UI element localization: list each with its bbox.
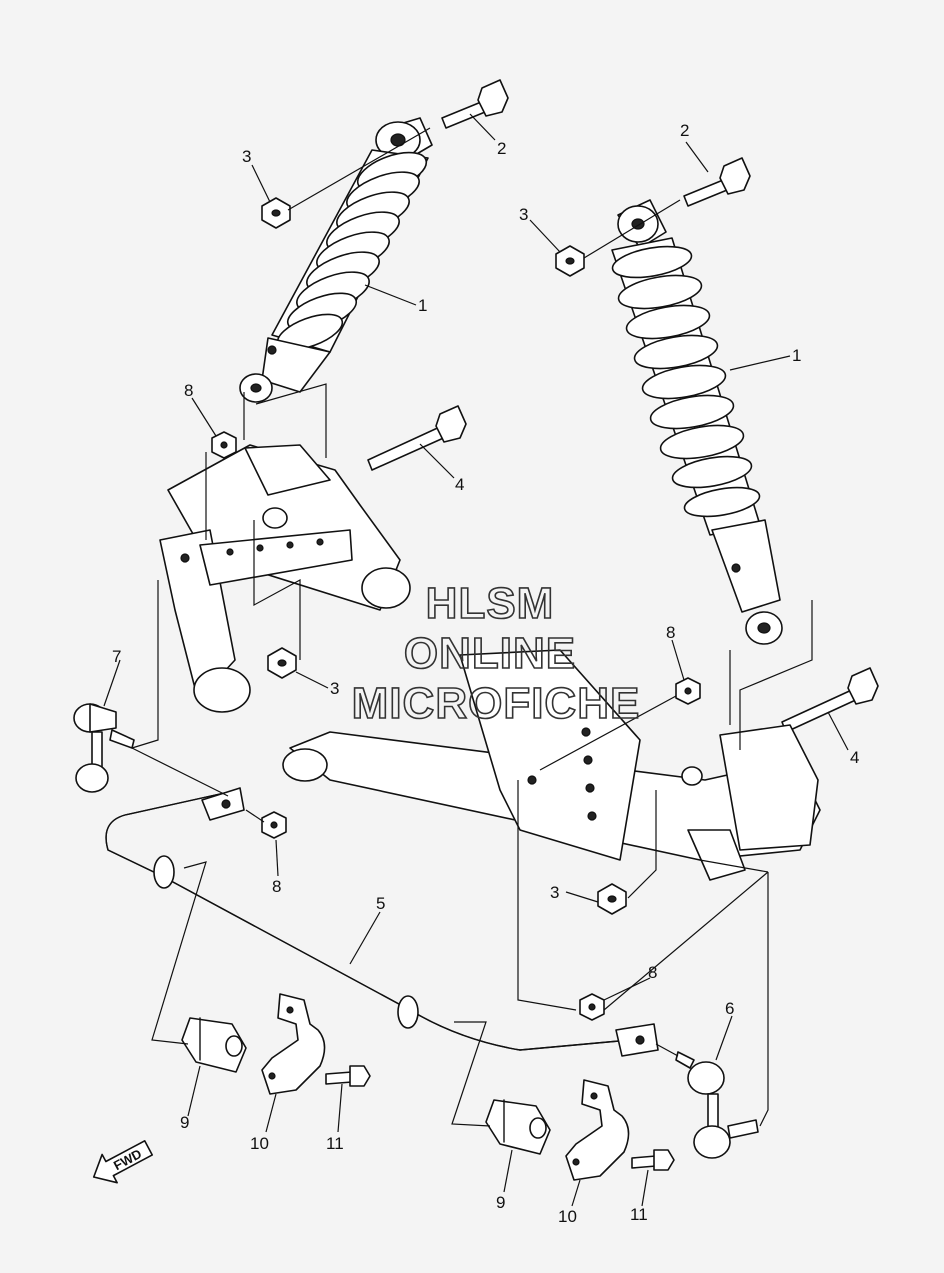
callout-3-upper-left: 3 (242, 147, 251, 166)
callout-1-left: 1 (418, 296, 427, 315)
callout-6: 6 (725, 999, 734, 1018)
watermark-line-1: HLSM (426, 579, 555, 628)
bolt-upper-right (683, 157, 751, 207)
watermark-line-2: ONLINE (404, 629, 576, 678)
callout-1-right: 1 (792, 346, 801, 365)
callout-leaders (103, 113, 849, 1207)
right-a-arm (282, 649, 821, 881)
stabilizer-link-left (73, 703, 135, 793)
assembly-lines (131, 127, 813, 1127)
nut-3-middle (267, 647, 297, 679)
bolt-long-right (781, 667, 879, 733)
callout-10-left: 10 (250, 1134, 269, 1153)
callout-10-right: 10 (558, 1207, 577, 1226)
nut-8-right-upper (675, 677, 701, 705)
callout-2-left: 2 (497, 139, 506, 158)
nut-3-upper-right (555, 245, 585, 277)
callout-4-right: 4 (850, 748, 859, 767)
callout-3-middle: 3 (330, 679, 339, 698)
callout-8-upper-right: 8 (666, 623, 675, 642)
callout-11-right: 11 (630, 1205, 648, 1224)
callout-7: 7 (112, 647, 121, 666)
nut-3-upper-left (261, 197, 291, 229)
left-shock-absorber (239, 117, 433, 403)
callout-3-upper-right: 3 (519, 205, 528, 224)
watermark-line-3: MICROFICHE (352, 679, 641, 728)
callout-labels: 1 1 2 2 3 3 3 3 4 4 5 6 7 8 8 8 8 9 9 10… (112, 121, 859, 1226)
small-bolt-left (325, 1065, 371, 1087)
callout-2-right: 2 (680, 121, 689, 140)
callout-8-upper-left: 8 (184, 381, 193, 400)
callout-5: 5 (376, 894, 385, 913)
callout-9-left: 9 (180, 1113, 189, 1132)
stabilizer-bar (105, 787, 659, 1057)
watermark: HLSM ONLINE MICROFICHE (351, 578, 641, 729)
callout-4-left: 4 (455, 475, 464, 494)
bolt-upper-left (441, 79, 509, 129)
stabilizer-link-right (675, 1051, 759, 1159)
callout-8-lower-right: 8 (648, 963, 657, 982)
nut-3-lower-right (597, 883, 627, 915)
callout-11-left: 11 (326, 1134, 344, 1153)
bolt-long-left (367, 405, 467, 471)
callout-9-right: 9 (496, 1193, 505, 1212)
bracket-left (261, 993, 326, 1095)
left-a-arm (159, 444, 411, 713)
nut-8-left-lower (261, 811, 287, 839)
forward-direction-arrow: FWD (92, 1140, 154, 1184)
right-shock-absorber (611, 199, 783, 645)
callout-8-lower-left: 8 (272, 877, 281, 896)
fwd-label: FWD (111, 1146, 144, 1173)
nut-8-right-lower (579, 993, 605, 1021)
small-bolt-right (631, 1149, 675, 1171)
bushing-right (485, 1099, 551, 1155)
bracket-right (565, 1079, 630, 1181)
bushing-left (181, 1017, 247, 1073)
callout-3-lower: 3 (550, 883, 559, 902)
